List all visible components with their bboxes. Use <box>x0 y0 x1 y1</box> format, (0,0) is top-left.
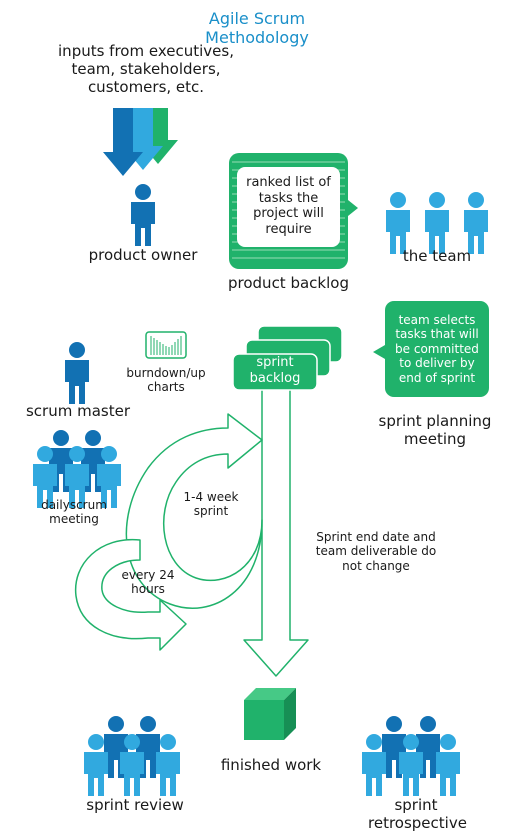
product-backlog-card <box>229 153 358 269</box>
sprint-planning-bubble <box>373 301 489 397</box>
sprint-planning-bubble-text: team selects tasks that will be committe… <box>395 313 479 385</box>
sprint-planning-label: sprint planning meeting <box>378 412 492 448</box>
daily-cycle-label: every 24 hours <box>121 568 175 597</box>
page-title: Agile Scrum Methodology <box>205 9 309 48</box>
person-icon <box>131 184 155 246</box>
burndown-label: burndown/up charts <box>126 366 206 395</box>
sprint-review-label: sprint review <box>86 796 184 814</box>
sprint-backlog-line2: backlog <box>249 371 301 386</box>
daily-cycle-arrow <box>74 538 187 651</box>
sprint-backlog-stack <box>232 325 343 391</box>
daily-scrum-label: dailyscrum meeting <box>41 498 107 527</box>
sprint-cycle-arrow <box>125 371 309 677</box>
arrow-down-icon <box>103 108 178 176</box>
product-owner-label: product owner <box>88 246 198 264</box>
sprint-retrospective-label: sprint retrospective <box>368 796 467 832</box>
scrum-master-label: scrum master <box>25 402 130 420</box>
sprint-backlog-line1: sprint <box>256 355 294 370</box>
sprint-note: Sprint end date and team deliverable do … <box>315 530 437 573</box>
cube-icon <box>244 688 296 740</box>
sprint-cycle-label: 1-4 week sprint <box>183 490 239 519</box>
chart-icon <box>145 331 187 359</box>
product-backlog-card-text: ranked list of tasks the project will re… <box>246 175 331 237</box>
product-backlog-label: product backlog <box>228 274 349 292</box>
inputs-label: inputs from executives, team, stakeholde… <box>58 42 234 96</box>
team-icon <box>386 192 488 254</box>
finished-work-label: finished work <box>220 756 322 774</box>
team-icon <box>84 716 180 796</box>
team-icon <box>362 716 460 796</box>
team-icon <box>33 430 121 508</box>
the-team-label: the team <box>402 247 472 265</box>
person-icon <box>65 342 89 404</box>
